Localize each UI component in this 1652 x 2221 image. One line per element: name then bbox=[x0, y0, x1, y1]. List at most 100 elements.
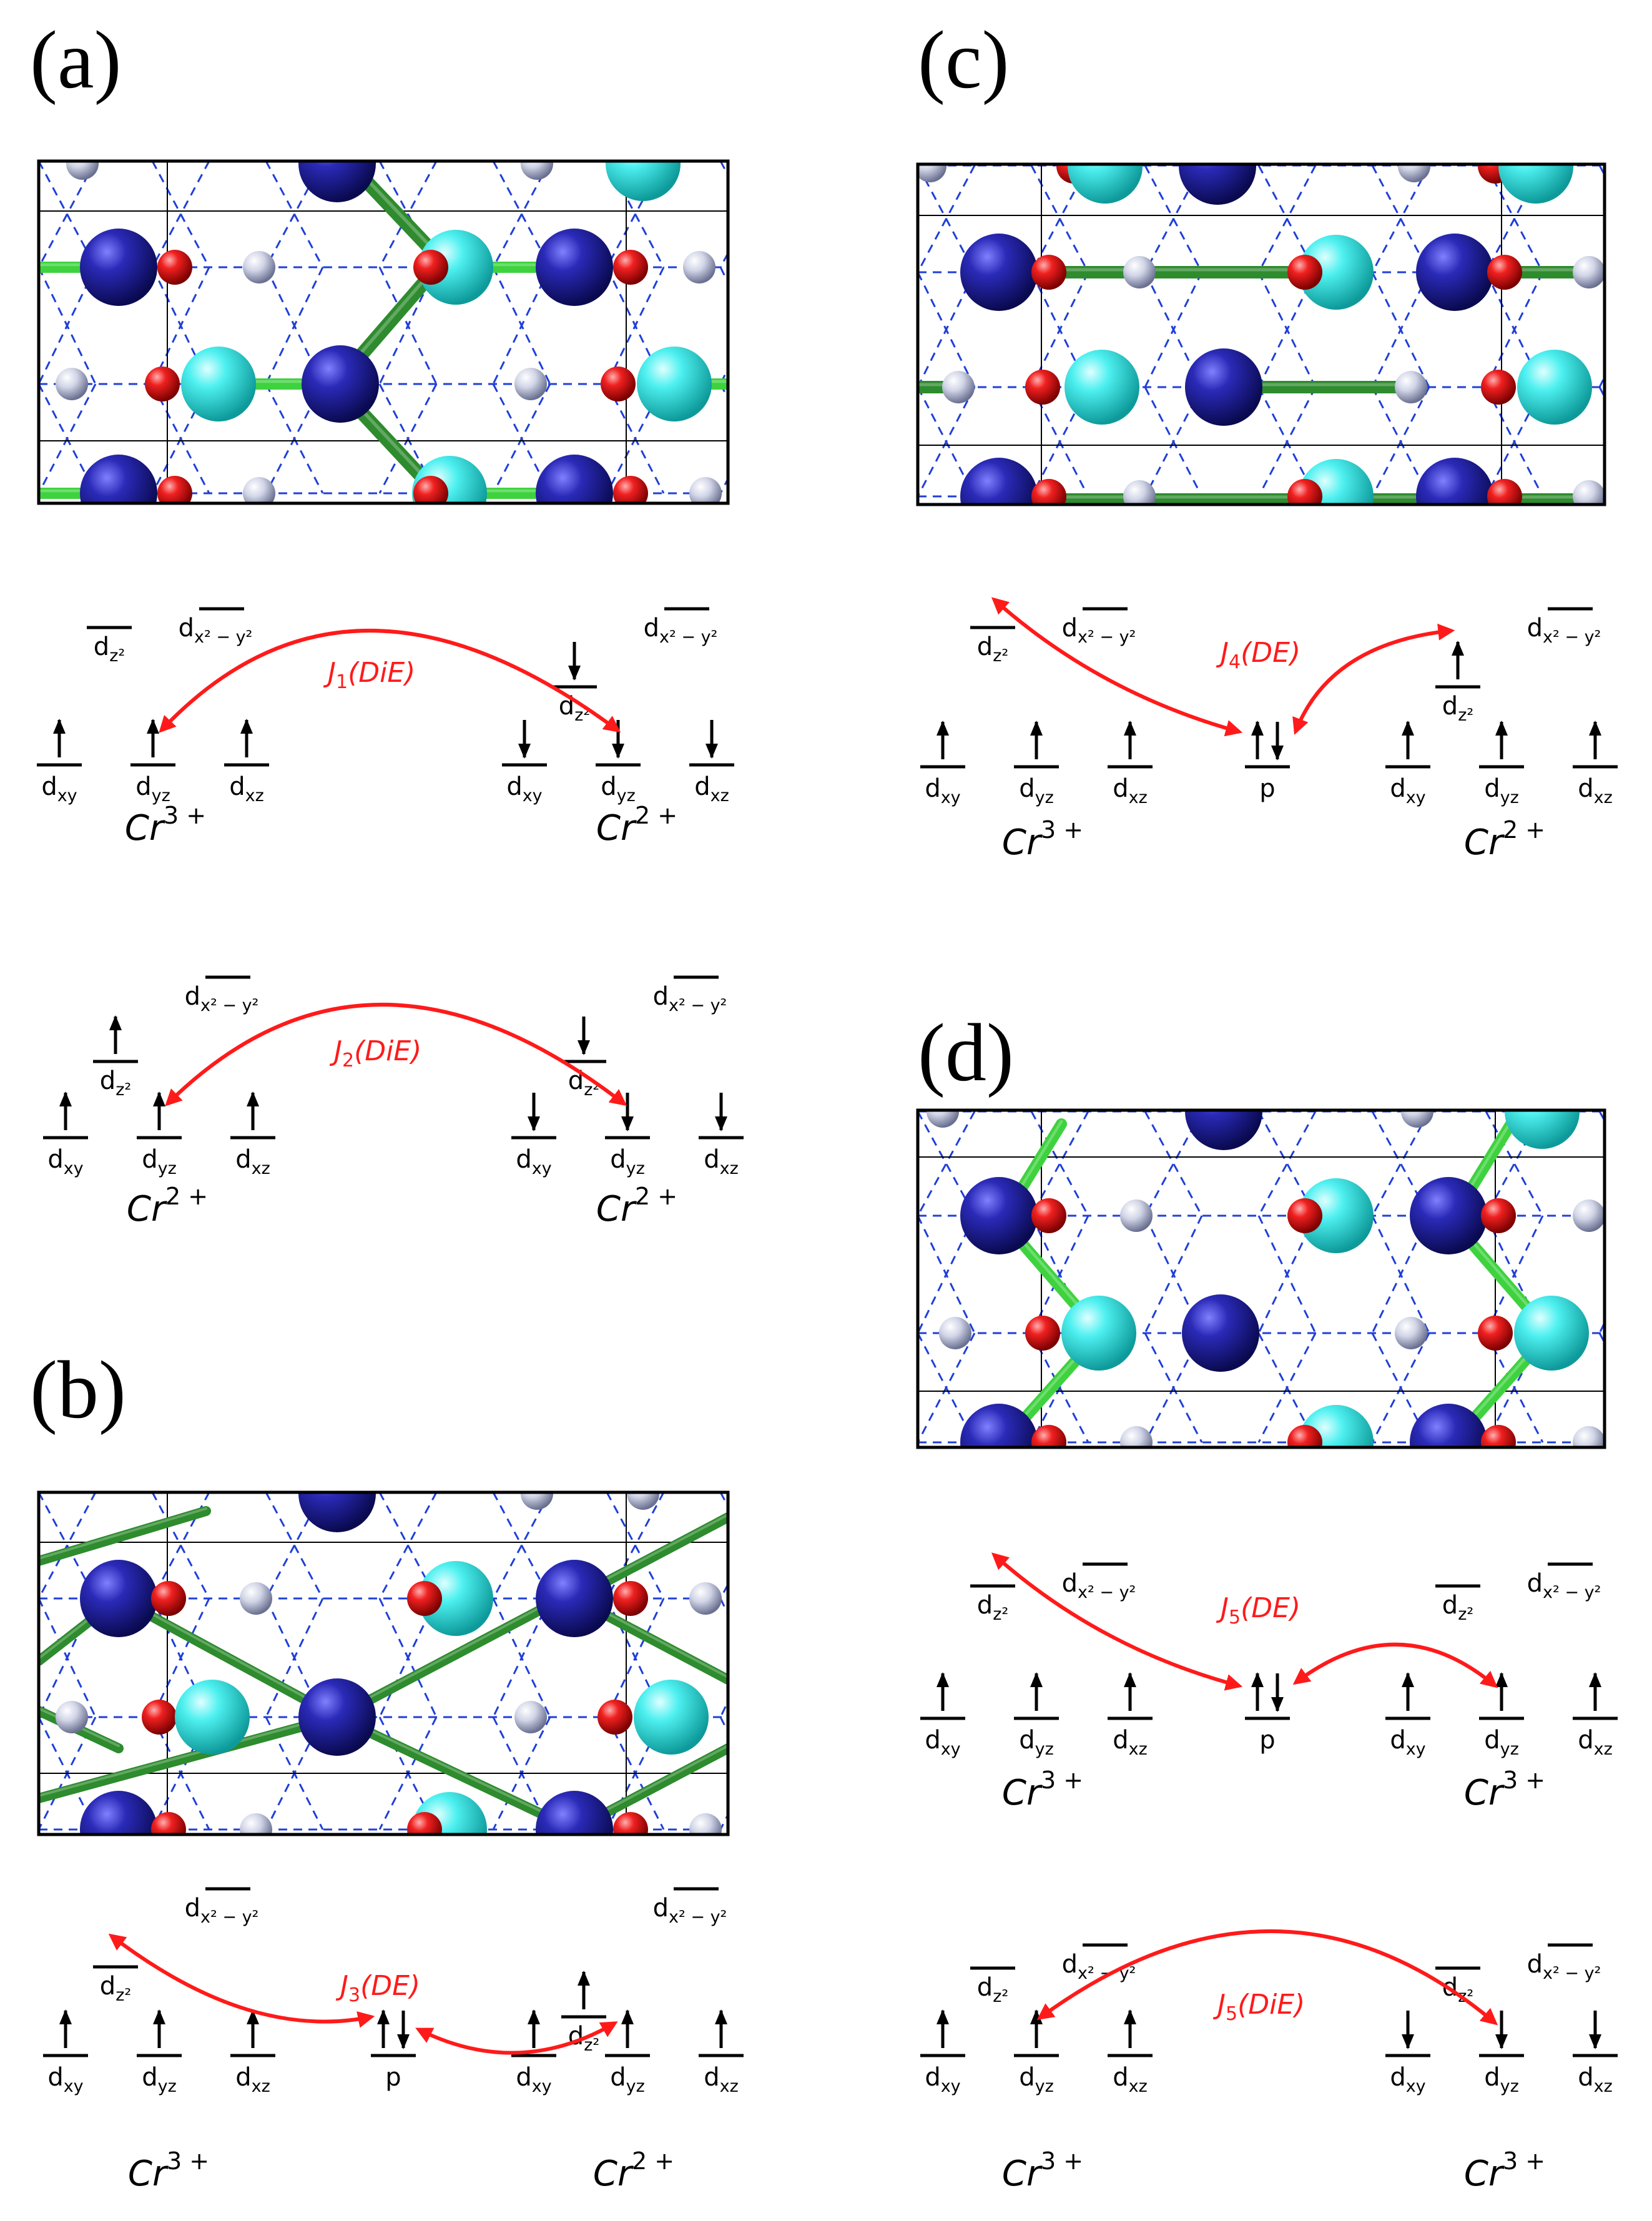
anion-red bbox=[1287, 479, 1322, 505]
orbital-label-xz: dxz bbox=[704, 1145, 739, 1178]
orbital-label-xz: dxz bbox=[1578, 774, 1613, 807]
orbital-label-yz: dyz bbox=[142, 2063, 177, 2096]
coupling-label-J4: J4(DE) bbox=[1216, 637, 1300, 673]
orbital-label-xz: dxz bbox=[1113, 1726, 1148, 1759]
bond bbox=[39, 1506, 211, 1566]
atom-white bbox=[66, 161, 99, 180]
orbital-label-xy: dxy bbox=[516, 1145, 551, 1178]
hopping-arrow bbox=[1036, 1929, 1498, 2026]
cr-site-dark bbox=[80, 1560, 157, 1637]
hopping-arrow bbox=[415, 2021, 618, 2055]
atom-white bbox=[1120, 1199, 1153, 1232]
anion-red bbox=[1481, 1425, 1516, 1447]
cr-site-cyan bbox=[175, 1680, 250, 1755]
orbital-label-xy: dxy bbox=[41, 772, 77, 805]
spin-up-arrow bbox=[1402, 1672, 1414, 1711]
hopping-arrow bbox=[159, 629, 621, 733]
spin-up-arrow bbox=[377, 2009, 390, 2048]
spin-up-arrow bbox=[937, 1672, 949, 1711]
spin-up-arrow bbox=[1251, 1672, 1264, 1711]
orbital-label-p: p bbox=[385, 2063, 401, 2092]
cr-site-dark bbox=[1185, 348, 1262, 426]
anion-red bbox=[1031, 1198, 1066, 1233]
atom-white bbox=[689, 477, 722, 503]
ion-label: Cr2 + bbox=[127, 1183, 208, 1229]
spin-up-arrow bbox=[247, 2009, 259, 2048]
atom-white bbox=[240, 1582, 272, 1615]
atom-white bbox=[56, 1701, 88, 1733]
orbital-label-x2y2: dx² − y² bbox=[1527, 1950, 1601, 1983]
bond bbox=[343, 268, 438, 375]
orbital-label-yz: dyz bbox=[142, 1145, 177, 1178]
spin-up-arrow bbox=[1589, 1672, 1601, 1711]
hopping-arrow bbox=[1292, 623, 1455, 736]
unit-cell-lines bbox=[39, 161, 728, 503]
orbital-label-x2y2: dx² − y² bbox=[179, 614, 253, 647]
anion-red bbox=[1031, 479, 1066, 505]
spin-up-arrow bbox=[247, 1091, 259, 1130]
atom-white bbox=[689, 1813, 722, 1834]
anion-red bbox=[613, 1812, 648, 1834]
bond-highlight bbox=[336, 1713, 576, 1828]
spin-up-arrow bbox=[240, 719, 253, 757]
atom-white bbox=[1395, 371, 1427, 403]
cr-site-dark bbox=[960, 234, 1038, 311]
atom-white bbox=[521, 1492, 553, 1510]
cr-site-cyan bbox=[418, 1561, 493, 1636]
bond-highlight bbox=[39, 1713, 338, 1797]
spin-down-arrow bbox=[1271, 722, 1284, 761]
ion-label: Cr2 + bbox=[596, 802, 677, 849]
cr-site-dark bbox=[960, 458, 1038, 505]
spin-down-arrow bbox=[1589, 2011, 1601, 2049]
orbital-label-xy: dxy bbox=[1390, 1726, 1425, 1759]
bond bbox=[332, 1712, 579, 1834]
spin-up-arrow bbox=[578, 1971, 590, 2009]
atom-white bbox=[942, 371, 975, 403]
spin-up-arrow bbox=[715, 2009, 727, 2048]
cr-site-dark bbox=[1416, 234, 1493, 311]
orbital-label-xz: dxz bbox=[229, 772, 264, 805]
spin-up-arrow bbox=[53, 719, 66, 757]
bond-highlight bbox=[39, 1507, 207, 1560]
ion-label: Cr2 + bbox=[593, 2147, 674, 2194]
anion-red bbox=[151, 1581, 186, 1616]
orbital-label-z2: dz² bbox=[1442, 692, 1473, 725]
orbital-label-x2y2: dx² − y² bbox=[1062, 1569, 1136, 1602]
cr-site-dark bbox=[536, 229, 613, 306]
spin-down-arrow bbox=[621, 1093, 634, 1131]
orbital-label-z2: dz² bbox=[100, 1972, 131, 2005]
anion-red bbox=[1481, 1198, 1516, 1233]
orbital-label-xz: dxz bbox=[235, 2063, 270, 2096]
orbital-label-yz: dyz bbox=[601, 772, 636, 805]
cr-site-dark bbox=[960, 1177, 1038, 1254]
orbital-label-z2: dz² bbox=[1442, 1591, 1473, 1624]
anion-red bbox=[1478, 1316, 1513, 1351]
spin-up-arrow bbox=[153, 1091, 165, 1130]
spin-up-arrow bbox=[1124, 1672, 1136, 1711]
spin-down-arrow bbox=[528, 1093, 540, 1131]
orbital-label-xz: dxz bbox=[1113, 2063, 1148, 2096]
hopping-arrow bbox=[991, 597, 1243, 737]
crystal-structures bbox=[37, 159, 1606, 1836]
orbital-label-z2: dz² bbox=[977, 1591, 1008, 1624]
spin-up-arrow bbox=[937, 721, 949, 759]
cr-site-dark bbox=[536, 455, 613, 503]
spin-down-arrow bbox=[578, 1017, 590, 1055]
cr-site-cyan bbox=[637, 347, 712, 421]
cr-site-cyan bbox=[1068, 164, 1143, 204]
cr-site-cyan bbox=[418, 230, 493, 305]
spin-up-arrow bbox=[59, 1091, 72, 1130]
cr-site-cyan bbox=[1299, 1178, 1374, 1253]
anion-red bbox=[407, 1812, 442, 1834]
anion-red bbox=[1025, 370, 1060, 405]
spin-up-arrow bbox=[59, 2009, 72, 2048]
orbital-label-yz: dyz bbox=[1484, 2063, 1519, 2096]
cr-site-cyan bbox=[1514, 1296, 1589, 1371]
atom-white bbox=[1401, 1110, 1433, 1128]
spin-down-arrow bbox=[1495, 2011, 1508, 2049]
anion-red bbox=[597, 1700, 632, 1735]
anion-red bbox=[142, 1700, 177, 1735]
ion-label: Cr2 + bbox=[1464, 816, 1545, 863]
